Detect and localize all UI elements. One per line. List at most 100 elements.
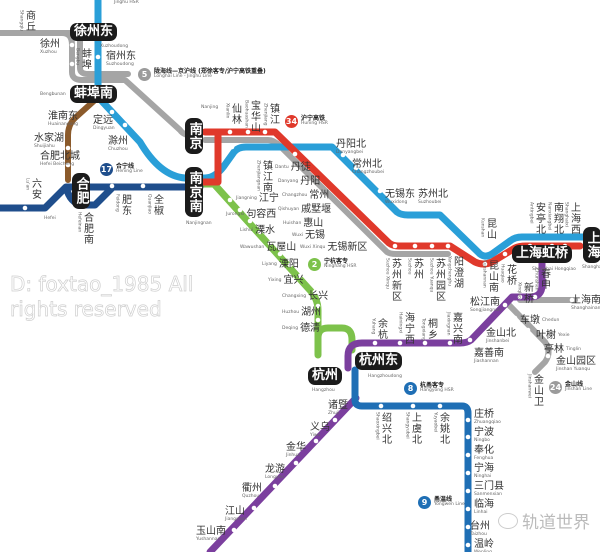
station-name: 余姚北 xyxy=(437,412,449,445)
station-dot xyxy=(397,340,403,346)
station-dot xyxy=(467,337,473,343)
station-pinyin: Wawushan xyxy=(240,244,265,250)
station-pinyin: Xianlin xyxy=(224,103,230,119)
line-number-icon: 8 xyxy=(404,382,417,395)
station-pinyin: Taizhou xyxy=(470,532,487,537)
station-name: 无锡新区 xyxy=(327,242,368,253)
line-name: 合宁线 xyxy=(116,162,135,170)
station-dot xyxy=(109,109,115,115)
station-pinyin: Zhenjiangnan xyxy=(255,160,261,191)
line-number-icon: 17 xyxy=(100,163,113,176)
station-dot xyxy=(313,438,319,444)
station-pinyin: Yushannan xyxy=(196,537,221,542)
station-pinyin: Huainandong xyxy=(48,122,79,127)
station-dot xyxy=(312,289,318,295)
hub-pinyin: Bengbunan xyxy=(40,92,66,97)
station-pinyin: Jurongxi xyxy=(226,211,245,217)
line-jinghu-hsr xyxy=(94,0,600,260)
station-pinyin: Xuzhou xyxy=(40,50,57,55)
line-ninghang xyxy=(196,180,356,359)
station-pinyin: Shuijiahu xyxy=(34,144,55,149)
station-name: 惠山 xyxy=(303,218,324,229)
station-name: 金山园区 xyxy=(556,356,596,367)
hub-station: 蚌埠南 xyxy=(70,85,118,103)
station-pinyin: Changzhoubei xyxy=(352,170,385,175)
watermark: D: foxtao_1985 All rights reserved xyxy=(10,272,194,322)
station-name: 花桥 xyxy=(504,264,516,286)
station-name: 江山 xyxy=(225,506,245,517)
station-dot xyxy=(292,151,298,157)
station-dot xyxy=(465,417,471,423)
station-pinyin: Huishan xyxy=(283,220,302,226)
station-name: 温岭 xyxy=(474,539,494,550)
station-dot xyxy=(465,434,471,440)
station-pinyin: Fenghua xyxy=(474,456,494,461)
station-name: 亭林 xyxy=(544,344,564,355)
line-number-icon: 24 xyxy=(549,381,562,394)
station-dot xyxy=(569,297,575,303)
station-name: 庄桥 xyxy=(474,409,494,420)
station-pinyin: Wuxi xyxy=(292,232,304,238)
station-dot xyxy=(332,417,338,423)
station-pinyin: Shanghaixi xyxy=(563,202,569,227)
station-name: 丹阳北 xyxy=(336,139,366,150)
station-pinyin: Xinqiao xyxy=(516,282,522,299)
line-label-jinghu-hsr: Jinghu HSR xyxy=(114,0,139,5)
hub-pinyin: Shanghai xyxy=(582,265,600,270)
hub-station: 南京南 xyxy=(185,167,203,217)
station-name: 宁海 xyxy=(474,463,494,474)
station-dot xyxy=(537,342,543,348)
line-hebeng xyxy=(65,97,98,183)
station-dot xyxy=(95,54,101,60)
station-name: 义乌 xyxy=(310,422,330,433)
station-pinyin: Deqing xyxy=(282,325,299,331)
station-pinyin: Liyang xyxy=(262,261,277,267)
station-name: 三门县 xyxy=(474,481,504,492)
station-name: 肥东 xyxy=(119,194,131,216)
logo-text: 轨道世界 xyxy=(522,513,590,533)
station-pinyin: Nanxiangbei xyxy=(546,202,552,231)
hub-pinyin: Shanghai Hongqiao xyxy=(532,267,576,272)
station-dot xyxy=(465,470,471,476)
station-name: 车墩 xyxy=(520,315,540,326)
station-dot xyxy=(517,294,523,300)
station-name: 上海西 xyxy=(568,202,580,235)
station-pinyin: Jinshanwei xyxy=(526,374,532,398)
station-dot xyxy=(372,340,378,346)
station-dot xyxy=(353,165,359,171)
line-name: 甬温线 xyxy=(434,495,453,503)
station-dot xyxy=(95,125,101,131)
station-dot xyxy=(65,162,71,168)
station-pinyin: Linhai xyxy=(474,510,488,515)
station-dot xyxy=(277,251,283,257)
station-dot xyxy=(262,129,268,135)
station-name: 诸暨 xyxy=(328,400,348,411)
station-name: 江宁 xyxy=(258,193,279,204)
station-name: 德清 xyxy=(300,323,321,334)
station-pinyin: Huaqiao xyxy=(499,264,505,283)
station-name: 丹阳 xyxy=(300,176,321,187)
